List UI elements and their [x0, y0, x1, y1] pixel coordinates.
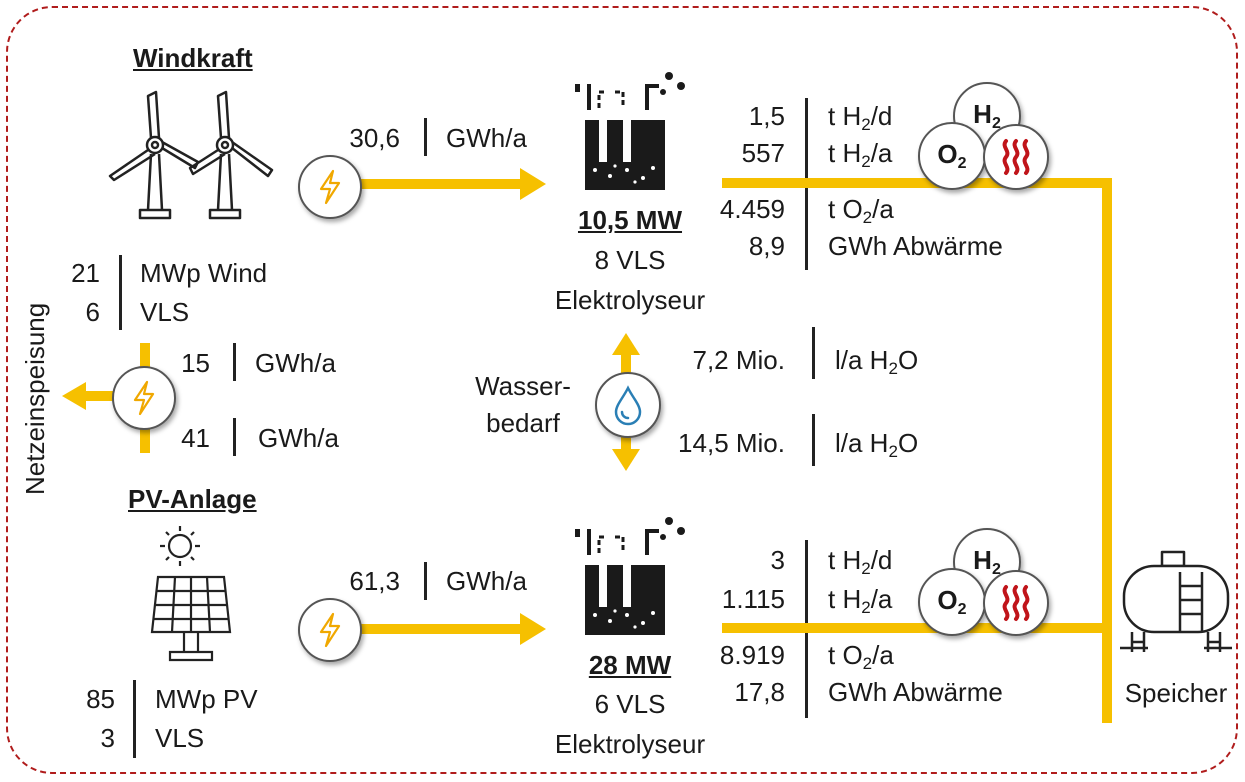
water-arrowhead-down [612, 449, 640, 471]
side-label: Netzeinspeisung [20, 302, 50, 495]
wind-lightning-icon [298, 155, 362, 219]
electrolyzer-bottom-icon [575, 517, 685, 635]
diagram-frame [6, 6, 1238, 774]
electrolyzer-bottom-label: Elektrolyseur [554, 729, 706, 759]
storage-tank-icon [1120, 550, 1232, 652]
grid-flow-arrowhead [62, 382, 86, 410]
pv-flow-arrow [360, 624, 522, 634]
wind-flow-unit: GWh/a [446, 123, 527, 153]
water-bottom-divider [812, 414, 815, 466]
top-output-unit-2: t O2/a [828, 194, 894, 227]
pv-flow-arrowhead [520, 613, 546, 645]
top-output-unit-1: t H2/a [828, 138, 893, 171]
grid-pv-unit: GWh/a [258, 423, 339, 453]
grid-wind-divider [233, 343, 236, 381]
pv-flow-divider [424, 562, 427, 600]
electrolyzer-bottom-power: 28 MW [588, 650, 672, 680]
bottom-output-flow [722, 623, 1112, 633]
top-output-unit-3: GWh Abwärme [828, 231, 1003, 261]
water-top-unit: l/a H2O [835, 345, 919, 378]
wind-flow-arrow [360, 179, 522, 189]
top-output-value-0: 1,5 [748, 101, 785, 131]
bottom-output-value-3: 17,8 [734, 677, 785, 707]
top-output-value-2: 4.459 [719, 194, 785, 224]
bottom-output-value-0: 3 [770, 545, 785, 575]
bottom-output-unit-2: t O2/a [828, 640, 894, 673]
storage-collector-flow [1102, 178, 1112, 723]
pv-flow-value: 61,3 [349, 566, 400, 596]
bottom-output-unit-0: t H2/d [828, 545, 893, 578]
top-heat-icon [983, 124, 1049, 190]
pv-flow-unit: GWh/a [446, 566, 527, 596]
pv-title: PV-Anlage [128, 484, 257, 514]
water-bottom-value: 14,5 Mio. [678, 428, 785, 458]
electrolyzer-top-power: 10,5 MW [577, 205, 683, 235]
water-label-line2: bedarf [486, 408, 560, 438]
wind-title: Windkraft [133, 43, 253, 73]
bottom-output-unit-3: GWh Abwärme [828, 677, 1003, 707]
grid-wind-unit: GWh/a [255, 348, 336, 378]
pv-lightning-icon [298, 598, 362, 662]
water-top-divider [812, 327, 815, 379]
water-label-line1: Wasser- [475, 371, 571, 401]
pv-vls-value: 3 [100, 723, 115, 753]
electrolyzer-top-icon [575, 72, 685, 190]
grid-pv-value: 41 [181, 423, 210, 453]
electrolyzer-top-vls: 8 VLS [594, 245, 666, 275]
water-drop-icon [595, 372, 661, 438]
grid-wind-value: 15 [181, 348, 210, 378]
top-output-value-1: 557 [741, 138, 785, 168]
electrolyzer-top-label: Elektrolyseur [554, 285, 706, 315]
top-output-unit-0: t H2/d [828, 101, 893, 134]
pv-stats-divider [133, 680, 136, 758]
electrolyzer-bottom-vls: 6 VLS [594, 689, 666, 719]
pv-capacity-value: 85 [86, 684, 115, 714]
wind-capacity-unit: MWp Wind [140, 258, 268, 288]
storage-label: Speicher [1124, 678, 1228, 708]
bottom-output-value-1: 1.115 [721, 584, 785, 614]
bottom-o2-badge: O2 [918, 568, 986, 636]
wind-turbines-icon [108, 90, 274, 220]
pv-vls-unit: VLS [155, 723, 205, 753]
wind-vls-value: 6 [85, 297, 100, 327]
solar-panel-icon [150, 526, 232, 662]
water-top-value: 7,2 Mio. [692, 345, 786, 375]
water-arrowhead-up [612, 333, 640, 355]
grid-lightning-icon [112, 366, 176, 430]
grid-pv-divider [233, 418, 236, 456]
bottom-output-unit-1: t H2/a [828, 584, 893, 617]
bottom-heat-icon [983, 570, 1049, 636]
wind-flow-arrowhead [520, 168, 546, 200]
wind-capacity-value: 21 [71, 258, 100, 288]
wind-vls-unit: VLS [140, 297, 190, 327]
water-bottom-unit: l/a H2O [835, 428, 919, 461]
pv-capacity-unit: MWp PV [155, 684, 258, 714]
top-output-value-3: 8,9 [748, 231, 785, 261]
top-output-flow [722, 178, 1112, 188]
wind-stats-divider [119, 255, 122, 330]
top-o2-badge: O2 [918, 122, 986, 190]
wind-flow-divider [424, 118, 427, 156]
bottom-output-value-2: 8.919 [719, 640, 785, 670]
wind-flow-value: 30,6 [349, 123, 400, 153]
